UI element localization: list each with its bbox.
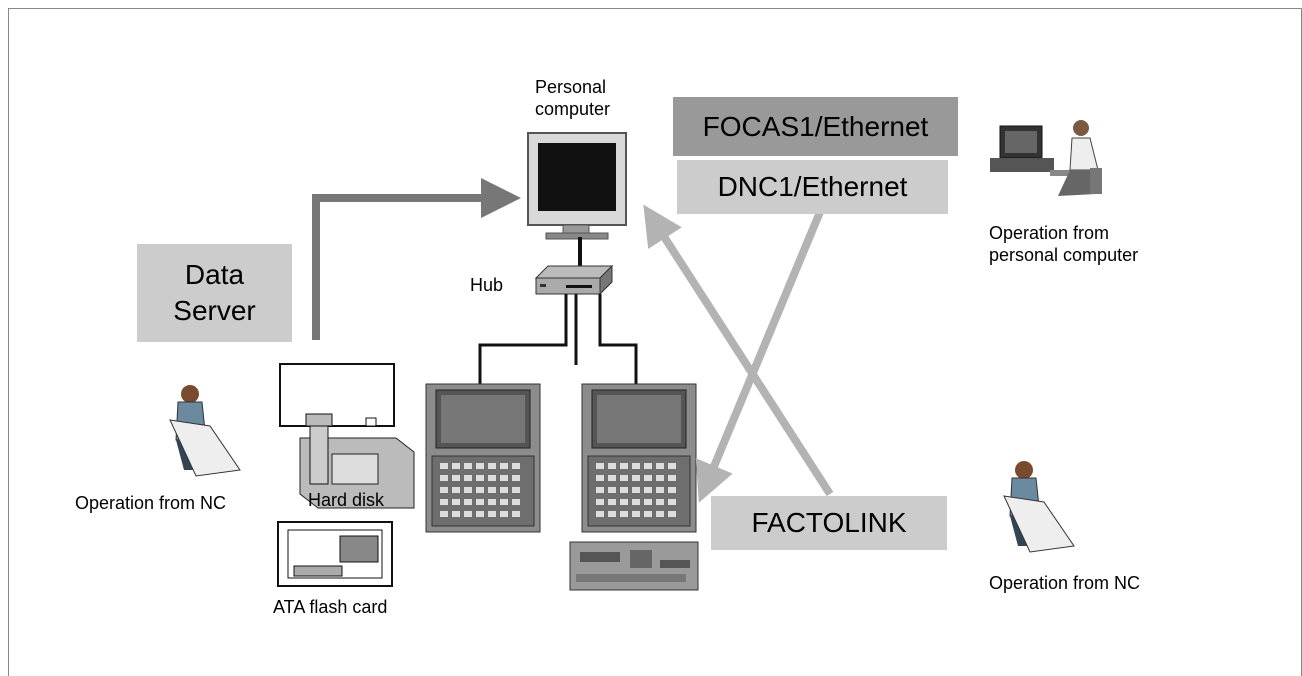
cnc-unit-icon bbox=[581, 383, 697, 533]
ata-flash-card-icon bbox=[277, 521, 393, 587]
hub-icon bbox=[534, 237, 614, 296]
dnc-ethernet-label: DNC1/Ethernet bbox=[717, 171, 908, 202]
data-server-board-icon bbox=[279, 363, 395, 427]
personal-computer-icon bbox=[527, 132, 627, 240]
arrow-data-server-to-pc bbox=[312, 178, 521, 340]
factolink-box: FACTOLINK bbox=[711, 496, 947, 550]
arrow-factolink-to-pc bbox=[643, 204, 834, 497]
hub-label: Hub bbox=[470, 275, 504, 295]
network-cables bbox=[478, 294, 638, 388]
focas-ethernet-box: FOCAS1/Ethernet bbox=[673, 97, 958, 156]
dnc-ethernet-box: DNC1/Ethernet bbox=[677, 160, 948, 214]
arrow-dnc-to-cnc bbox=[695, 210, 824, 503]
personal-computer-label: Personal computer bbox=[535, 77, 611, 119]
operator-icon bbox=[169, 385, 241, 477]
hard-disk-label: Hard disk bbox=[308, 490, 385, 510]
operator-at-pc-icon bbox=[990, 120, 1102, 196]
ata-flash-card-label: ATA flash card bbox=[273, 597, 388, 617]
focas-ethernet-label: FOCAS1/Ethernet bbox=[702, 110, 929, 142]
hard-disk-icon bbox=[299, 425, 415, 509]
operator-icon bbox=[1003, 461, 1075, 553]
data-server-box: Data Server bbox=[137, 244, 292, 342]
cnc-unit-icon bbox=[425, 383, 541, 533]
operation-from-pc-label: Operation from personal computer bbox=[989, 223, 1139, 265]
factolink-label: FACTOLINK bbox=[751, 507, 907, 538]
operation-from-nc-left-label: Operation from NC bbox=[75, 493, 227, 513]
ethernet-board-icon bbox=[569, 541, 699, 591]
data-server-label: Data Server bbox=[173, 259, 256, 326]
operation-from-nc-right-label: Operation from NC bbox=[989, 573, 1141, 593]
